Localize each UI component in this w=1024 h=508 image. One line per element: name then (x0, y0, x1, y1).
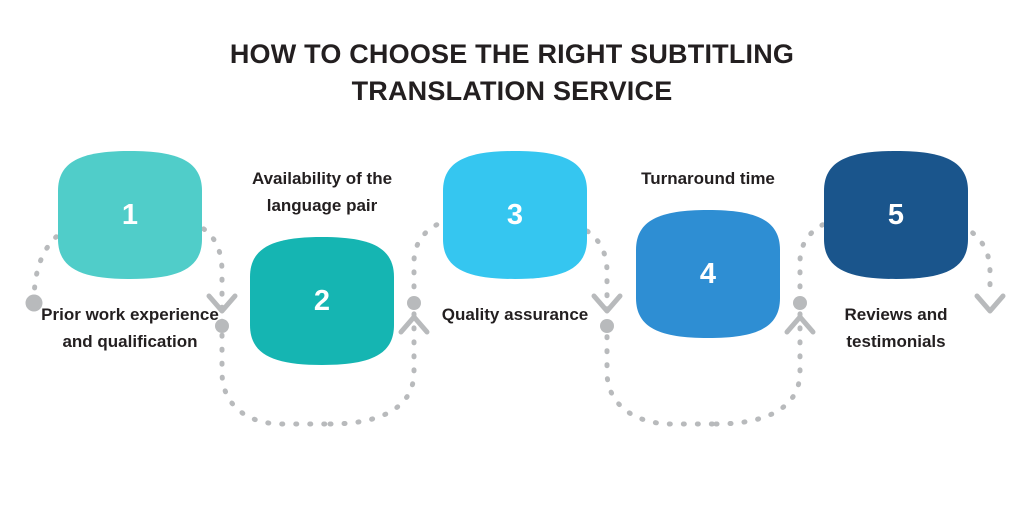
step-item-3[interactable]: 3 Quality assurance (420, 150, 610, 328)
page-title-line-2: TRANSLATION SERVICE (351, 76, 673, 106)
page-title-line-1: HOW TO CHOOSE THE RIGHT SUBTITLING (229, 39, 795, 69)
step-label-3: Quality assurance (441, 305, 589, 324)
squircle-path-1 (58, 151, 202, 279)
step-card-5[interactable]: 5 (823, 150, 969, 280)
squircle-path-5 (824, 151, 968, 279)
squircle-path-4 (636, 210, 780, 338)
step-card-3[interactable]: 3 (442, 150, 588, 280)
step-label-1: Prior work experience and qualification (41, 305, 219, 351)
step-item-4[interactable]: 4 Turnaround time (613, 165, 803, 339)
step-number-3: 3 (506, 198, 524, 231)
step-label-2: Availability of the language pair (251, 169, 393, 215)
page-title: HOW TO CHOOSE THE RIGHT SUBTITLING TRANS… (0, 36, 1024, 110)
step-card-4[interactable]: 4 (635, 209, 781, 339)
squircle-icon-1 (58, 151, 202, 279)
step-card-2[interactable]: 2 (249, 236, 395, 366)
step-item-2[interactable]: 2 Availability of the language pair (227, 165, 417, 366)
step-number-2: 2 (313, 284, 331, 317)
step-label-4: Turnaround time (641, 169, 775, 188)
squircle-path-3 (443, 151, 587, 279)
squircle-icon-4 (636, 210, 780, 338)
step-item-5[interactable]: 5 Reviews and testimonials (801, 150, 991, 355)
squircle-icon-5 (824, 151, 968, 279)
squircle-icon-2 (250, 237, 394, 365)
step-item-1[interactable]: 1 Prior work experience and qualificatio… (35, 150, 225, 355)
squircle-icon-3 (443, 151, 587, 279)
step-number-4: 4 (699, 257, 717, 290)
step-number-5: 5 (887, 198, 905, 231)
step-number-1: 1 (121, 198, 139, 231)
step-label-5: Reviews and testimonials (844, 305, 948, 351)
squircle-path-2 (250, 237, 394, 365)
step-card-1[interactable]: 1 (57, 150, 203, 280)
